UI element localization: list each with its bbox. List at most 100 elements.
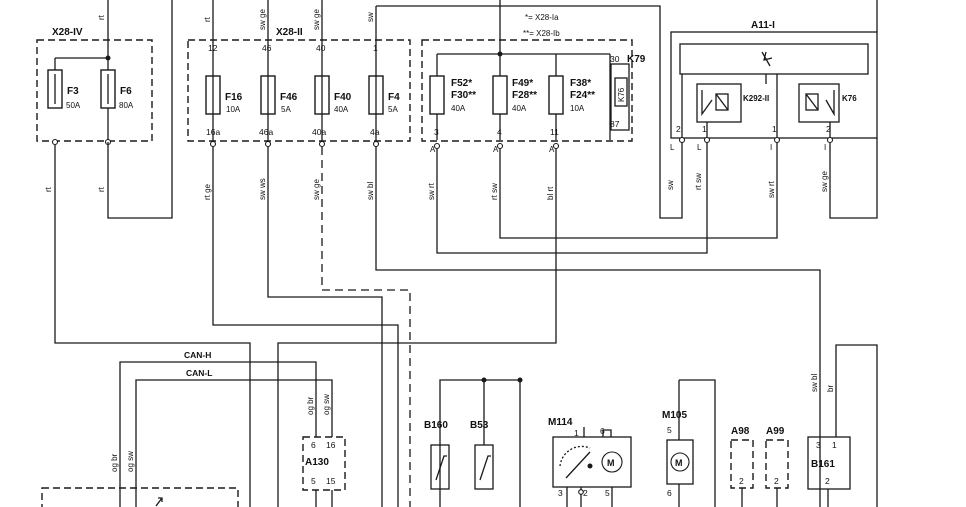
sensor-b53 [474, 444, 494, 490]
wires-x28ii-top [212, 0, 683, 219]
wire-br-b161-label: br [826, 385, 835, 392]
a130-label: A130 [305, 457, 329, 468]
sensor-b161-frame [807, 436, 851, 490]
b161-pin-1: 1 [832, 440, 837, 450]
wire-rt-f6-label: rt [97, 186, 106, 192]
relay-k292ii [696, 83, 742, 123]
wire-sw-rt-f52-label: sw rt [427, 182, 436, 200]
m114-pin-2: 2 [583, 488, 588, 498]
x28ia-block: F52* F30** 40A F49* F28** 40A F38* F24**… [421, 39, 646, 142]
svg-text:M: M [607, 458, 615, 468]
a11-conn-ib: I [824, 143, 826, 152]
can-l-label: CAN-L [186, 368, 212, 378]
x28iv-label: X28-IV [52, 27, 83, 38]
x28ii-label: X28-II [276, 27, 303, 38]
fuse-f38-rating: 10A [570, 104, 585, 113]
a99-label: A99 [766, 426, 785, 437]
relay-k76 [798, 83, 840, 123]
a11i-control-unit [679, 43, 869, 75]
motor-m105-frame [666, 439, 694, 485]
wire-bl-rt-f38 [277, 149, 557, 507]
fuse-f49-name: F49* [512, 78, 533, 89]
wire-rt-sw-f49 [499, 140, 778, 239]
f49-pin-bottom: 4 [497, 127, 502, 137]
wire-og-sw-left-label: og sw [126, 451, 135, 472]
wire-sw-bl-b161-label: sw bl [810, 374, 819, 392]
f16-pin-bottom: 16a [206, 127, 220, 137]
f52-pin-bottom: 3 [434, 127, 439, 137]
wire-sw-ge-a11-label: sw ge [820, 171, 829, 192]
wire-can-h [119, 361, 317, 507]
a11-pin-2b: 2 [826, 124, 831, 134]
fuse-f3-rating: 50A [66, 101, 81, 110]
m105-label: M105 [662, 410, 687, 421]
fuse-f52-name: F52* [451, 78, 472, 89]
control-unit-left [41, 487, 239, 507]
f46-pin-top: 46 [262, 43, 272, 53]
wire-bl-rt-f38-label: bl rt [546, 186, 555, 200]
f38-pin-bottom: 11 [550, 127, 559, 137]
a11i-frame [670, 31, 878, 139]
a98-label: A98 [731, 426, 750, 437]
wire-sw-rt-a11-label: sw rt [767, 180, 776, 198]
wire-sw-bl-f4 [375, 147, 821, 507]
f4-pin-top: 1 [373, 43, 378, 53]
f4-pin-bottom: 4a [370, 127, 380, 137]
f16-pin-top: 12 [208, 43, 218, 53]
m105-motor-icon [670, 452, 690, 472]
wire-sw-top-label: sw [366, 12, 375, 22]
fuse-f6-rating: 80A [119, 101, 134, 110]
wire-og-sw-a130-label: og sw [322, 394, 331, 415]
m114-pin-5: 5 [605, 488, 610, 498]
wire-sw-ws [267, 147, 383, 507]
wire-rt-sw-a11-label: rt sw [694, 173, 703, 190]
fuse-f16-name: F16 [225, 92, 243, 103]
wire-og-br-left-label: og br [110, 453, 119, 472]
svg-text:M: M [675, 458, 683, 468]
fuse-f6-name: F6 [120, 86, 132, 97]
a130-block: 6 16 A130 5 15 [302, 436, 346, 507]
wire-sw-ge-2-label: sw ge [312, 9, 321, 30]
a130-pin-5: 5 [311, 476, 316, 486]
wire-sw-ge-a11 [829, 0, 878, 219]
a11-conn-la: L [670, 143, 675, 152]
wire-rt-f3 [54, 145, 251, 507]
legend-x28ia: *= X28-Ia [525, 13, 559, 22]
fuse-f28-name: F28** [512, 90, 537, 101]
wire-rt-x28ii-label: rt [203, 16, 212, 22]
conn-f38-a: A [549, 145, 555, 154]
k79-label: K79 [627, 54, 646, 65]
x28ii-frame [187, 39, 411, 142]
wire-rt-ge [212, 147, 399, 507]
m114-label: M114 [548, 417, 573, 428]
k292ii-label: K292-II [743, 94, 769, 103]
a11-pin-1: 1 [702, 124, 707, 134]
f40-pin-bottom: 40a [312, 127, 326, 137]
wire-can-l [135, 379, 333, 507]
fuse-f4-name: F4 [388, 92, 400, 103]
legend-x28ib: **= X28-Ib [523, 29, 560, 38]
fuse-f24-name: F24** [570, 90, 595, 101]
x28ia-frame [421, 39, 633, 142]
conn-f49-a: A [493, 145, 499, 154]
fuse-f16-rating: 10A [226, 105, 241, 114]
x28iv-bus [54, 38, 109, 142]
a11i-block: A11-I K292-II K76 2 1 1 2 L L I I [670, 20, 878, 152]
wire-sw-bl-f4-label: sw bl [366, 182, 375, 200]
a11-conn-lb: L [697, 143, 702, 152]
fuse-f40-rating: 40A [334, 105, 349, 114]
fuse-f52 [429, 75, 445, 115]
m114-motor-icon [601, 451, 623, 473]
wire-og-br-a130-label: og br [306, 396, 315, 415]
a99-pin-2: 2 [774, 476, 779, 486]
wire-rt-left-label: rt [44, 186, 53, 192]
fuse-f38 [548, 75, 564, 115]
fuse-f38-name: F38* [570, 78, 591, 89]
b53-label: B53 [470, 420, 489, 431]
wire-rt-top-label: rt [97, 14, 106, 20]
a130-pin-15: 15 [326, 476, 336, 486]
x28iv-block: X28-IV F3 50A F6 80A [36, 27, 153, 146]
fuse-f40-name: F40 [334, 92, 352, 103]
a130-pin-6: 6 [311, 440, 316, 450]
fuse-f52-rating: 40A [451, 104, 466, 113]
